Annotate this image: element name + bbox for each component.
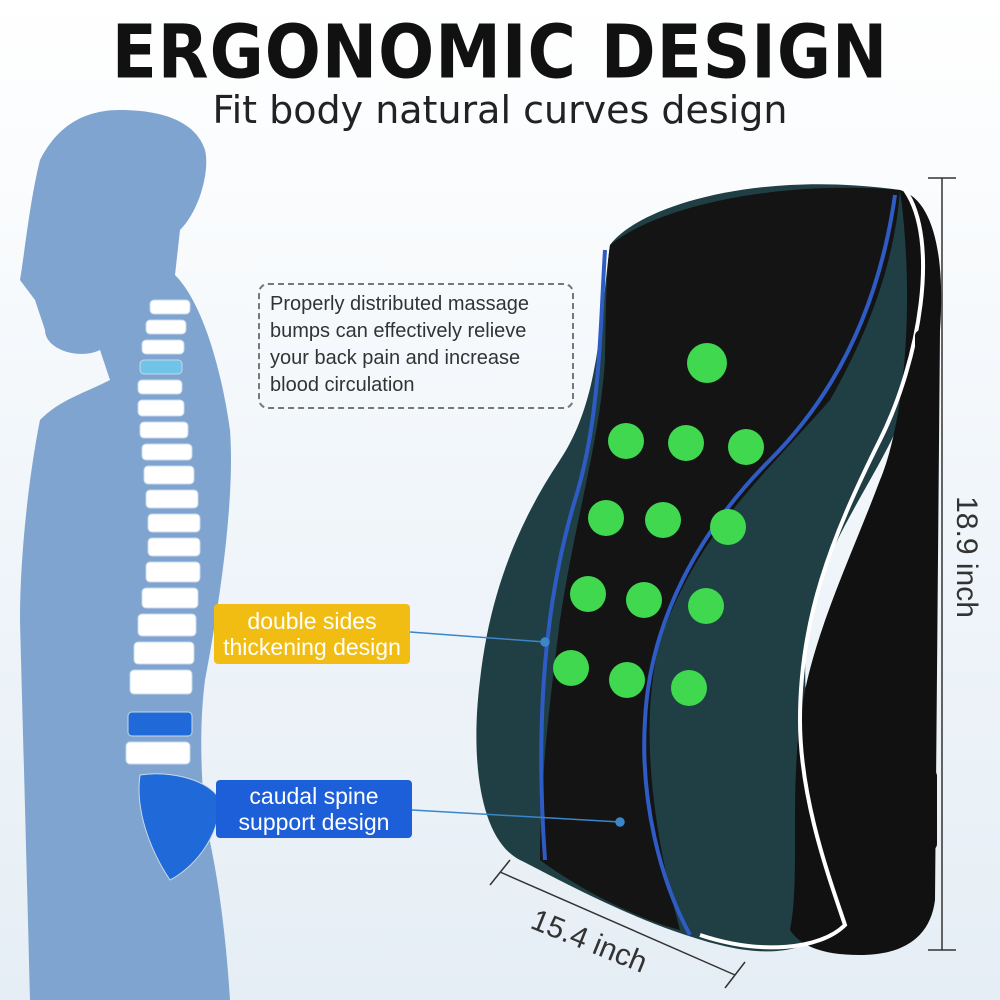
tag-line: thickening design bbox=[223, 634, 401, 660]
double-sides-tag: double sides thickening design bbox=[214, 604, 410, 664]
tag-line: support design bbox=[238, 809, 390, 835]
callout-line: bumps can effectively relieve bbox=[270, 320, 527, 342]
cushion-mesh bbox=[540, 187, 900, 931]
spine bbox=[125, 299, 221, 881]
massage-callout: Properly distributed massage bumps can e… bbox=[258, 283, 574, 409]
leader-lines bbox=[409, 631, 625, 827]
callout-line: Properly distributed massage bbox=[270, 293, 530, 315]
page-subtitle: Fit body natural curves design bbox=[212, 88, 788, 132]
dimension-lines bbox=[489, 177, 956, 989]
callout-line: blood circulation bbox=[270, 374, 415, 396]
tag-line: double sides bbox=[247, 608, 377, 634]
page-title: ERGONOMIC DESIGN bbox=[111, 9, 889, 96]
massage-bumps bbox=[553, 343, 764, 706]
caudal-spine-tag: caudal spine support design bbox=[216, 780, 412, 838]
height-dimension-label: 18.9 inch bbox=[949, 496, 983, 618]
callout-line: your back pain and increase bbox=[270, 347, 521, 369]
tag-line: caudal spine bbox=[249, 783, 379, 809]
